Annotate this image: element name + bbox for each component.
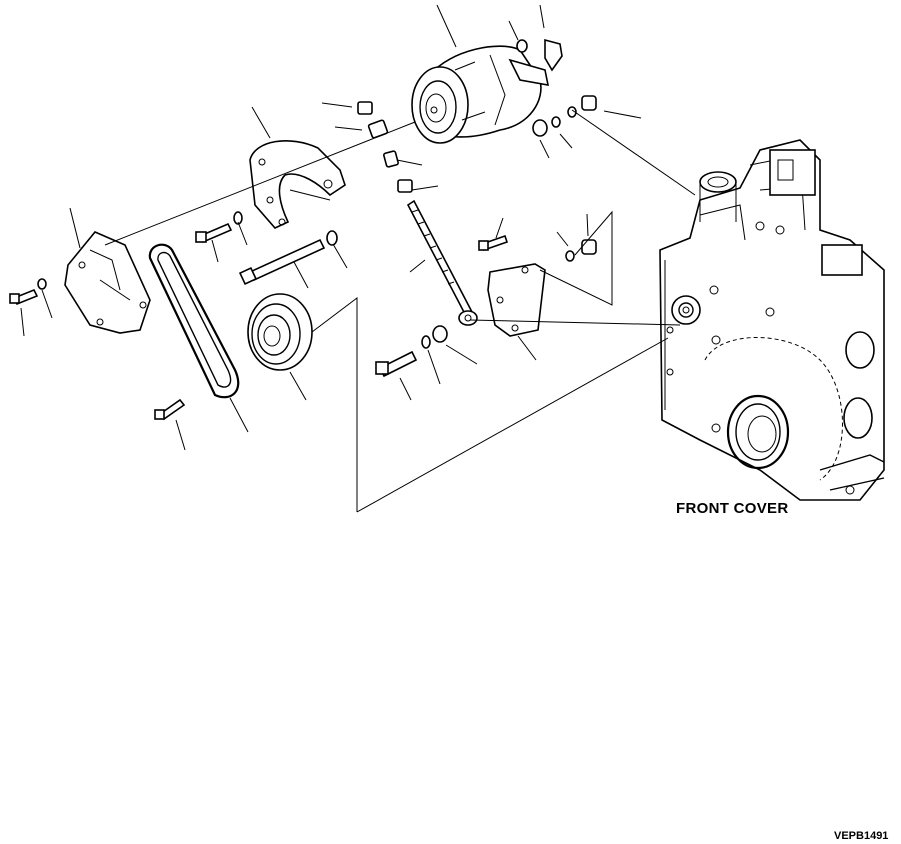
- front-cover-label: FRONT COVER: [676, 500, 789, 517]
- crank-pulley: [247, 293, 313, 371]
- drawing-id: VEPB1491: [834, 830, 889, 842]
- assembly-lines: [104, 109, 696, 513]
- rear-bracket: [249, 140, 346, 229]
- alternator: [411, 38, 563, 144]
- long-bolt: [238, 230, 338, 286]
- front-shield: [64, 231, 151, 334]
- adjusting-strap: [406, 199, 478, 326]
- front-cover: [659, 139, 885, 501]
- leader-lines: [20, 4, 642, 451]
- drive-belt: [148, 243, 240, 399]
- adjusting-bracket: [487, 263, 546, 337]
- hardware: [9, 39, 597, 421]
